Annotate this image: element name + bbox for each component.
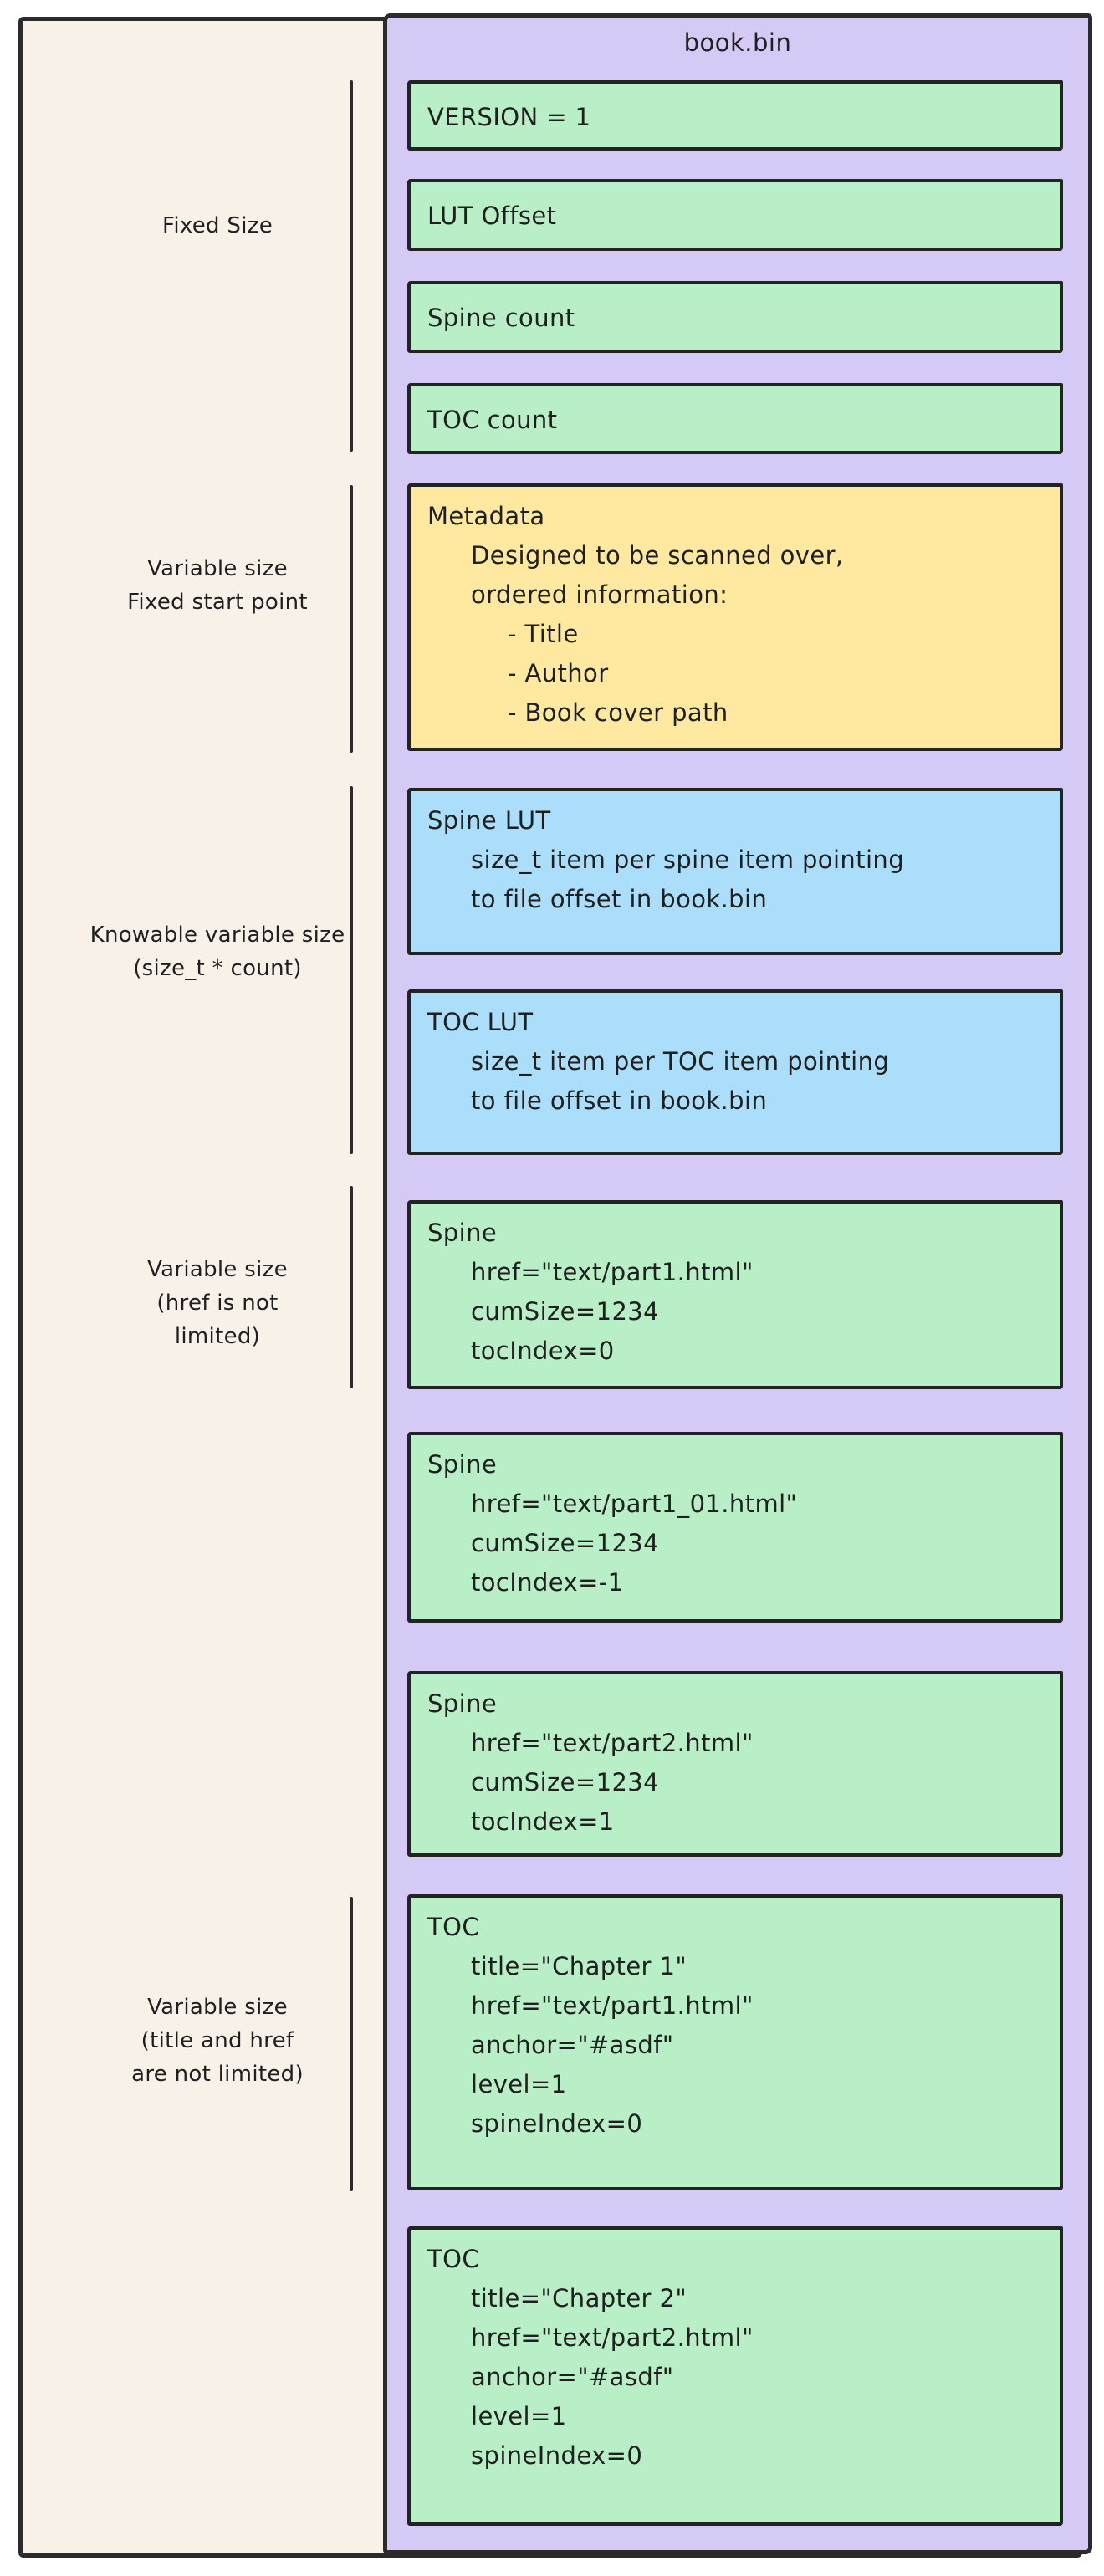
box-line: anchor="#asdf" bbox=[471, 2031, 674, 2059]
container-title: book.bin bbox=[683, 28, 792, 57]
side-label-variable-fixed-start: Variable size Fixed start point bbox=[67, 552, 368, 619]
box-line: level=1 bbox=[471, 2402, 567, 2430]
box-line: size_t item per spine item pointing bbox=[471, 846, 905, 874]
box-line: tocIndex=1 bbox=[471, 1807, 615, 1836]
side-label-knowable-variable: Knowable variable size (size_t * count) bbox=[67, 918, 368, 985]
box-line: title="Chapter 1" bbox=[471, 1952, 687, 1981]
box-line: href="text/part1_01.html" bbox=[471, 1490, 798, 1518]
block-toc-1: TOC title="Chapter 1" href="text/part1.h… bbox=[407, 1894, 1063, 2190]
block-lut-offset: LUT Offset bbox=[407, 179, 1063, 251]
box-line: href="text/part1.html" bbox=[471, 1258, 754, 1286]
side-label-line: are not limited) bbox=[131, 2062, 304, 2087]
side-label-variable-href: Variable size (href is not limited) bbox=[67, 1253, 368, 1353]
box-line: - Book cover path bbox=[508, 698, 728, 727]
box-line: - Author bbox=[508, 659, 609, 687]
box-line: LUT Offset bbox=[427, 202, 557, 230]
box-line: ordered information: bbox=[471, 580, 728, 609]
side-label-line: Fixed start point bbox=[127, 590, 308, 615]
box-line: TOC count bbox=[427, 406, 558, 434]
side-label-line: (href is not bbox=[156, 1291, 279, 1316]
box-line: href="text/part2.html" bbox=[471, 2323, 754, 2352]
block-metadata: Metadata Designed to be scanned over, or… bbox=[407, 483, 1063, 751]
box-line: anchor="#asdf" bbox=[471, 2363, 674, 2391]
block-spine-1: Spine href="text/part1.html" cumSize=123… bbox=[407, 1200, 1063, 1389]
box-line: Metadata bbox=[427, 502, 545, 530]
side-label-variable-title-href: Variable size (title and href are not li… bbox=[67, 1991, 368, 2091]
bracket-fixed-size bbox=[350, 80, 353, 452]
side-label-line: Variable size bbox=[147, 1257, 288, 1282]
side-label-line: Variable size bbox=[147, 1995, 288, 2020]
box-line: spineIndex=0 bbox=[471, 2441, 643, 2470]
box-line: VERSION = 1 bbox=[427, 103, 591, 131]
box-line: TOC bbox=[427, 2245, 479, 2273]
box-line: cumSize=1234 bbox=[471, 1768, 660, 1797]
box-line: cumSize=1234 bbox=[471, 1297, 660, 1326]
box-line: to file offset in book.bin bbox=[471, 885, 768, 913]
box-line: href="text/part2.html" bbox=[471, 1729, 754, 1757]
side-label-line: limited) bbox=[174, 1324, 261, 1349]
box-line: - Title bbox=[508, 620, 579, 648]
block-toc-lut: TOC LUT size_t item per TOC item pointin… bbox=[407, 989, 1063, 1155]
block-spine-2: Spine href="text/part1_01.html" cumSize=… bbox=[407, 1432, 1063, 1623]
side-label-line: (title and href bbox=[141, 2028, 294, 2053]
box-line: title="Chapter 2" bbox=[471, 2284, 687, 2313]
box-line: tocIndex=-1 bbox=[471, 1568, 624, 1597]
box-line: spineIndex=0 bbox=[471, 2109, 643, 2138]
bracket-variable-title-href bbox=[350, 1897, 353, 2191]
box-line: Spine bbox=[427, 1219, 498, 1247]
side-label-line: (size_t * count) bbox=[133, 956, 302, 981]
box-line: Spine LUT bbox=[427, 806, 551, 835]
bracket-knowable-variable bbox=[350, 786, 353, 1154]
block-toc-count: TOC count bbox=[407, 383, 1063, 454]
box-line: TOC LUT bbox=[427, 1008, 534, 1036]
box-line: Spine count bbox=[427, 304, 575, 332]
side-label-line: Knowable variable size bbox=[89, 923, 345, 948]
box-line: Spine bbox=[427, 1689, 498, 1718]
block-version: VERSION = 1 bbox=[407, 80, 1063, 151]
bracket-variable-href bbox=[350, 1186, 353, 1388]
box-line: tocIndex=0 bbox=[471, 1337, 615, 1365]
box-line: size_t item per TOC item pointing bbox=[471, 1047, 890, 1076]
side-label-line: Fixed Size bbox=[161, 213, 273, 238]
box-line: Designed to be scanned over, bbox=[471, 541, 844, 570]
block-toc-2: TOC title="Chapter 2" href="text/part2.h… bbox=[407, 2226, 1063, 2526]
side-label-line: Variable size bbox=[147, 556, 288, 581]
box-line: to file offset in book.bin bbox=[471, 1086, 768, 1115]
side-label-fixed-size: Fixed Size bbox=[67, 209, 368, 243]
block-spine-lut: Spine LUT size_t item per spine item poi… bbox=[407, 788, 1063, 955]
box-line: level=1 bbox=[471, 2070, 567, 2098]
bracket-variable-fixed-start bbox=[350, 485, 353, 753]
block-spine-count: Spine count bbox=[407, 281, 1063, 353]
block-spine-3: Spine href="text/part2.html" cumSize=123… bbox=[407, 1671, 1063, 1857]
box-line: Spine bbox=[427, 1450, 498, 1479]
box-line: TOC bbox=[427, 1913, 479, 1941]
box-line: href="text/part1.html" bbox=[471, 1991, 754, 2020]
box-line: cumSize=1234 bbox=[471, 1529, 660, 1557]
